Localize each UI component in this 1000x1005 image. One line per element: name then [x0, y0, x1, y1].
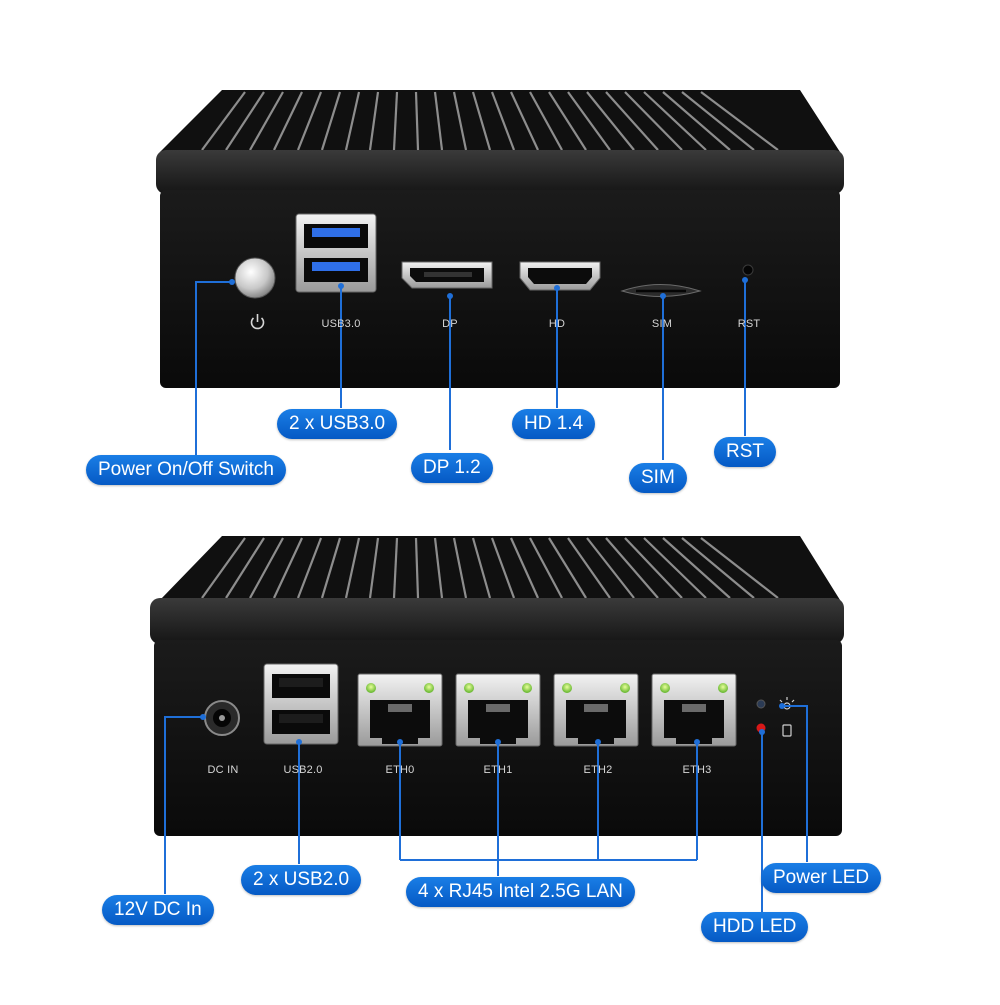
rj45-port-eth1 [455, 673, 541, 747]
hd-callout: HD 1.4 [512, 409, 596, 439]
eth2-port-label: ETH2 [583, 764, 613, 776]
top-device [156, 90, 844, 460]
top-leader-dots [229, 277, 748, 299]
eth0-port-label: ETH0 [385, 764, 415, 776]
lan-callout: 4 x RJ45 Intel 2.5G LAN [406, 877, 635, 907]
rst-callout: RST [714, 437, 776, 467]
sim-callout: SIM [629, 463, 687, 493]
usb3-port-label: USB3.0 [321, 318, 361, 330]
dc-jack [204, 700, 240, 736]
sim-slot [620, 284, 702, 297]
top-heatsink-fins [201, 91, 779, 151]
hd-port-label: HD [548, 318, 566, 330]
power-button [234, 257, 276, 299]
dc-in-port-label: DC IN [207, 764, 239, 776]
eth1-port-label: ETH1 [483, 764, 513, 776]
usb3-port-stack [295, 213, 377, 293]
bottom-lid-edge [150, 598, 844, 644]
top-lid-edge [156, 150, 844, 194]
rj45-port-eth3 [651, 673, 737, 747]
rj45-port-eth2 [553, 673, 639, 747]
dp-port-label: DP [442, 318, 458, 330]
power-led [756, 699, 766, 709]
rst-port-label: RST [737, 318, 761, 330]
hdd-led-callout: HDD LED [701, 912, 809, 942]
bottom-leader-dots [200, 703, 785, 745]
usb3-callout: 2 x USB3.0 [277, 409, 398, 439]
displayport-port [401, 261, 493, 289]
eth3-port-label: ETH3 [682, 764, 712, 776]
hdmi-port [519, 261, 601, 291]
bottom-device [150, 536, 844, 912]
power-led-callout: Power LED [761, 863, 882, 893]
usb2-port-stack [263, 663, 339, 745]
power-icon [250, 314, 265, 330]
bottom-heatsink-fins [201, 537, 779, 599]
power-switch-callout: Power On/Off Switch [86, 455, 286, 485]
sim-port-label: SIM [651, 318, 673, 330]
hdd-icon [782, 724, 792, 737]
dc-in-callout: 12V DC In [102, 895, 214, 925]
dp-callout: DP 1.2 [411, 453, 493, 483]
usb2-port-label: USB2.0 [283, 764, 323, 776]
usb2-callout: 2 x USB2.0 [241, 865, 362, 895]
rj45-port-eth0 [357, 673, 443, 747]
reset-hole [742, 264, 754, 276]
top-leader-lines [195, 280, 746, 460]
